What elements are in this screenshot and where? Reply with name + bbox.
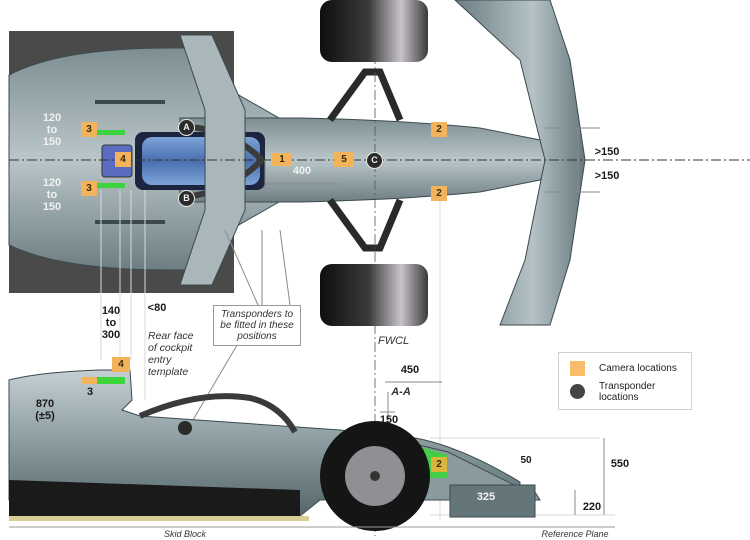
transponder-dot-icon <box>570 384 585 399</box>
dim-top-offset: 120 to 150 <box>38 112 66 148</box>
camera-side-3-label: 3 <box>86 386 94 398</box>
wheel-hub <box>370 471 380 481</box>
dim-rear-range: 140 to 300 <box>98 305 124 341</box>
dim-text: 140 <box>101 305 121 317</box>
legend-line: Transponder <box>599 381 656 392</box>
reference-plane-label: Reference Plane <box>541 529 609 539</box>
camera-2-bottom: 2 <box>431 186 447 201</box>
dim-text: 120 <box>42 177 62 189</box>
dim-text: (±5) <box>35 410 55 422</box>
note-line: positions <box>237 331 277 342</box>
camera-5: 5 <box>334 152 354 167</box>
front-wing-endplate <box>449 484 536 518</box>
dim-220: 220 <box>582 501 602 513</box>
note-line: of cockpit <box>148 342 193 354</box>
camera-side-4: 4 <box>112 357 130 372</box>
dim-bottom-offset: 120 to 150 <box>38 177 66 213</box>
camera-side-3-strip <box>82 377 97 384</box>
halo-side <box>138 393 298 434</box>
green-mark-bottom <box>97 183 125 188</box>
dim-text: to <box>46 189 58 201</box>
skid-block-label: Skid Block <box>163 529 207 539</box>
dim-text: 150 <box>42 136 62 148</box>
dim-text: 120 <box>42 112 62 124</box>
front-suspension <box>327 68 404 252</box>
dim-870: 870 (±5) <box>32 398 58 422</box>
green-mark-side <box>97 377 125 384</box>
dim-400: 400 <box>292 165 312 177</box>
note-line: Rear face <box>148 330 194 342</box>
note-line: template <box>148 366 189 378</box>
legend-line: locations <box>599 392 639 403</box>
camera-2-top: 2 <box>431 122 447 137</box>
dim-450: 450 <box>400 364 420 376</box>
transponder-b: B <box>178 190 195 207</box>
transponder-note-box: Transponders to be fitted in these posit… <box>213 305 301 346</box>
section-a-a: A-A <box>391 386 411 398</box>
skid-block-strip <box>9 516 309 521</box>
dim-text: to <box>46 124 58 136</box>
legend-camera-label: Camera locations <box>599 363 677 374</box>
legend-transponder-label: Transponder locations <box>599 381 655 403</box>
fwcl-label: FWCL <box>378 335 410 347</box>
dim-wing-upper: >150 <box>594 146 620 158</box>
side-floor <box>9 480 300 516</box>
dim-text: to <box>105 317 117 329</box>
note-line: Transponders to <box>220 309 294 320</box>
camera-4: 4 <box>115 152 131 167</box>
leader-lines <box>189 127 605 515</box>
dim-150: 150 <box>379 414 399 426</box>
note-line: be fitted in these <box>220 320 294 331</box>
dim-325: 325 <box>476 491 496 503</box>
rear-face-note: Rear face of cockpit entry template <box>148 330 208 378</box>
transponder-a: A <box>178 119 195 136</box>
dim-550: 550 <box>610 458 630 470</box>
vent-top <box>95 100 165 104</box>
dim-50: 50 <box>520 455 532 466</box>
dim-text: 150 <box>42 201 62 213</box>
dim-text: 870 <box>35 398 55 410</box>
camera-swatch-icon <box>570 361 585 376</box>
camera-1: 1 <box>272 153 292 166</box>
camera-3-bottom: 3 <box>81 181 97 196</box>
front-wing <box>454 0 586 326</box>
camera-side-2: 2 <box>431 457 447 472</box>
front-tyre-bottom <box>320 264 428 326</box>
transponder-side-dot <box>178 421 192 435</box>
legend: Camera locations Transponder locations <box>558 352 692 410</box>
vent-bottom <box>95 220 165 224</box>
dim-text: 300 <box>101 329 121 341</box>
transponder-c: C <box>366 152 383 169</box>
green-mark-top <box>97 130 125 135</box>
note-line: entry <box>148 354 172 366</box>
dim-cockpit-gap: <80 <box>147 302 167 314</box>
front-tyre-top <box>320 0 428 62</box>
dim-wing-lower: >150 <box>594 170 620 182</box>
camera-3-top: 3 <box>81 122 97 137</box>
